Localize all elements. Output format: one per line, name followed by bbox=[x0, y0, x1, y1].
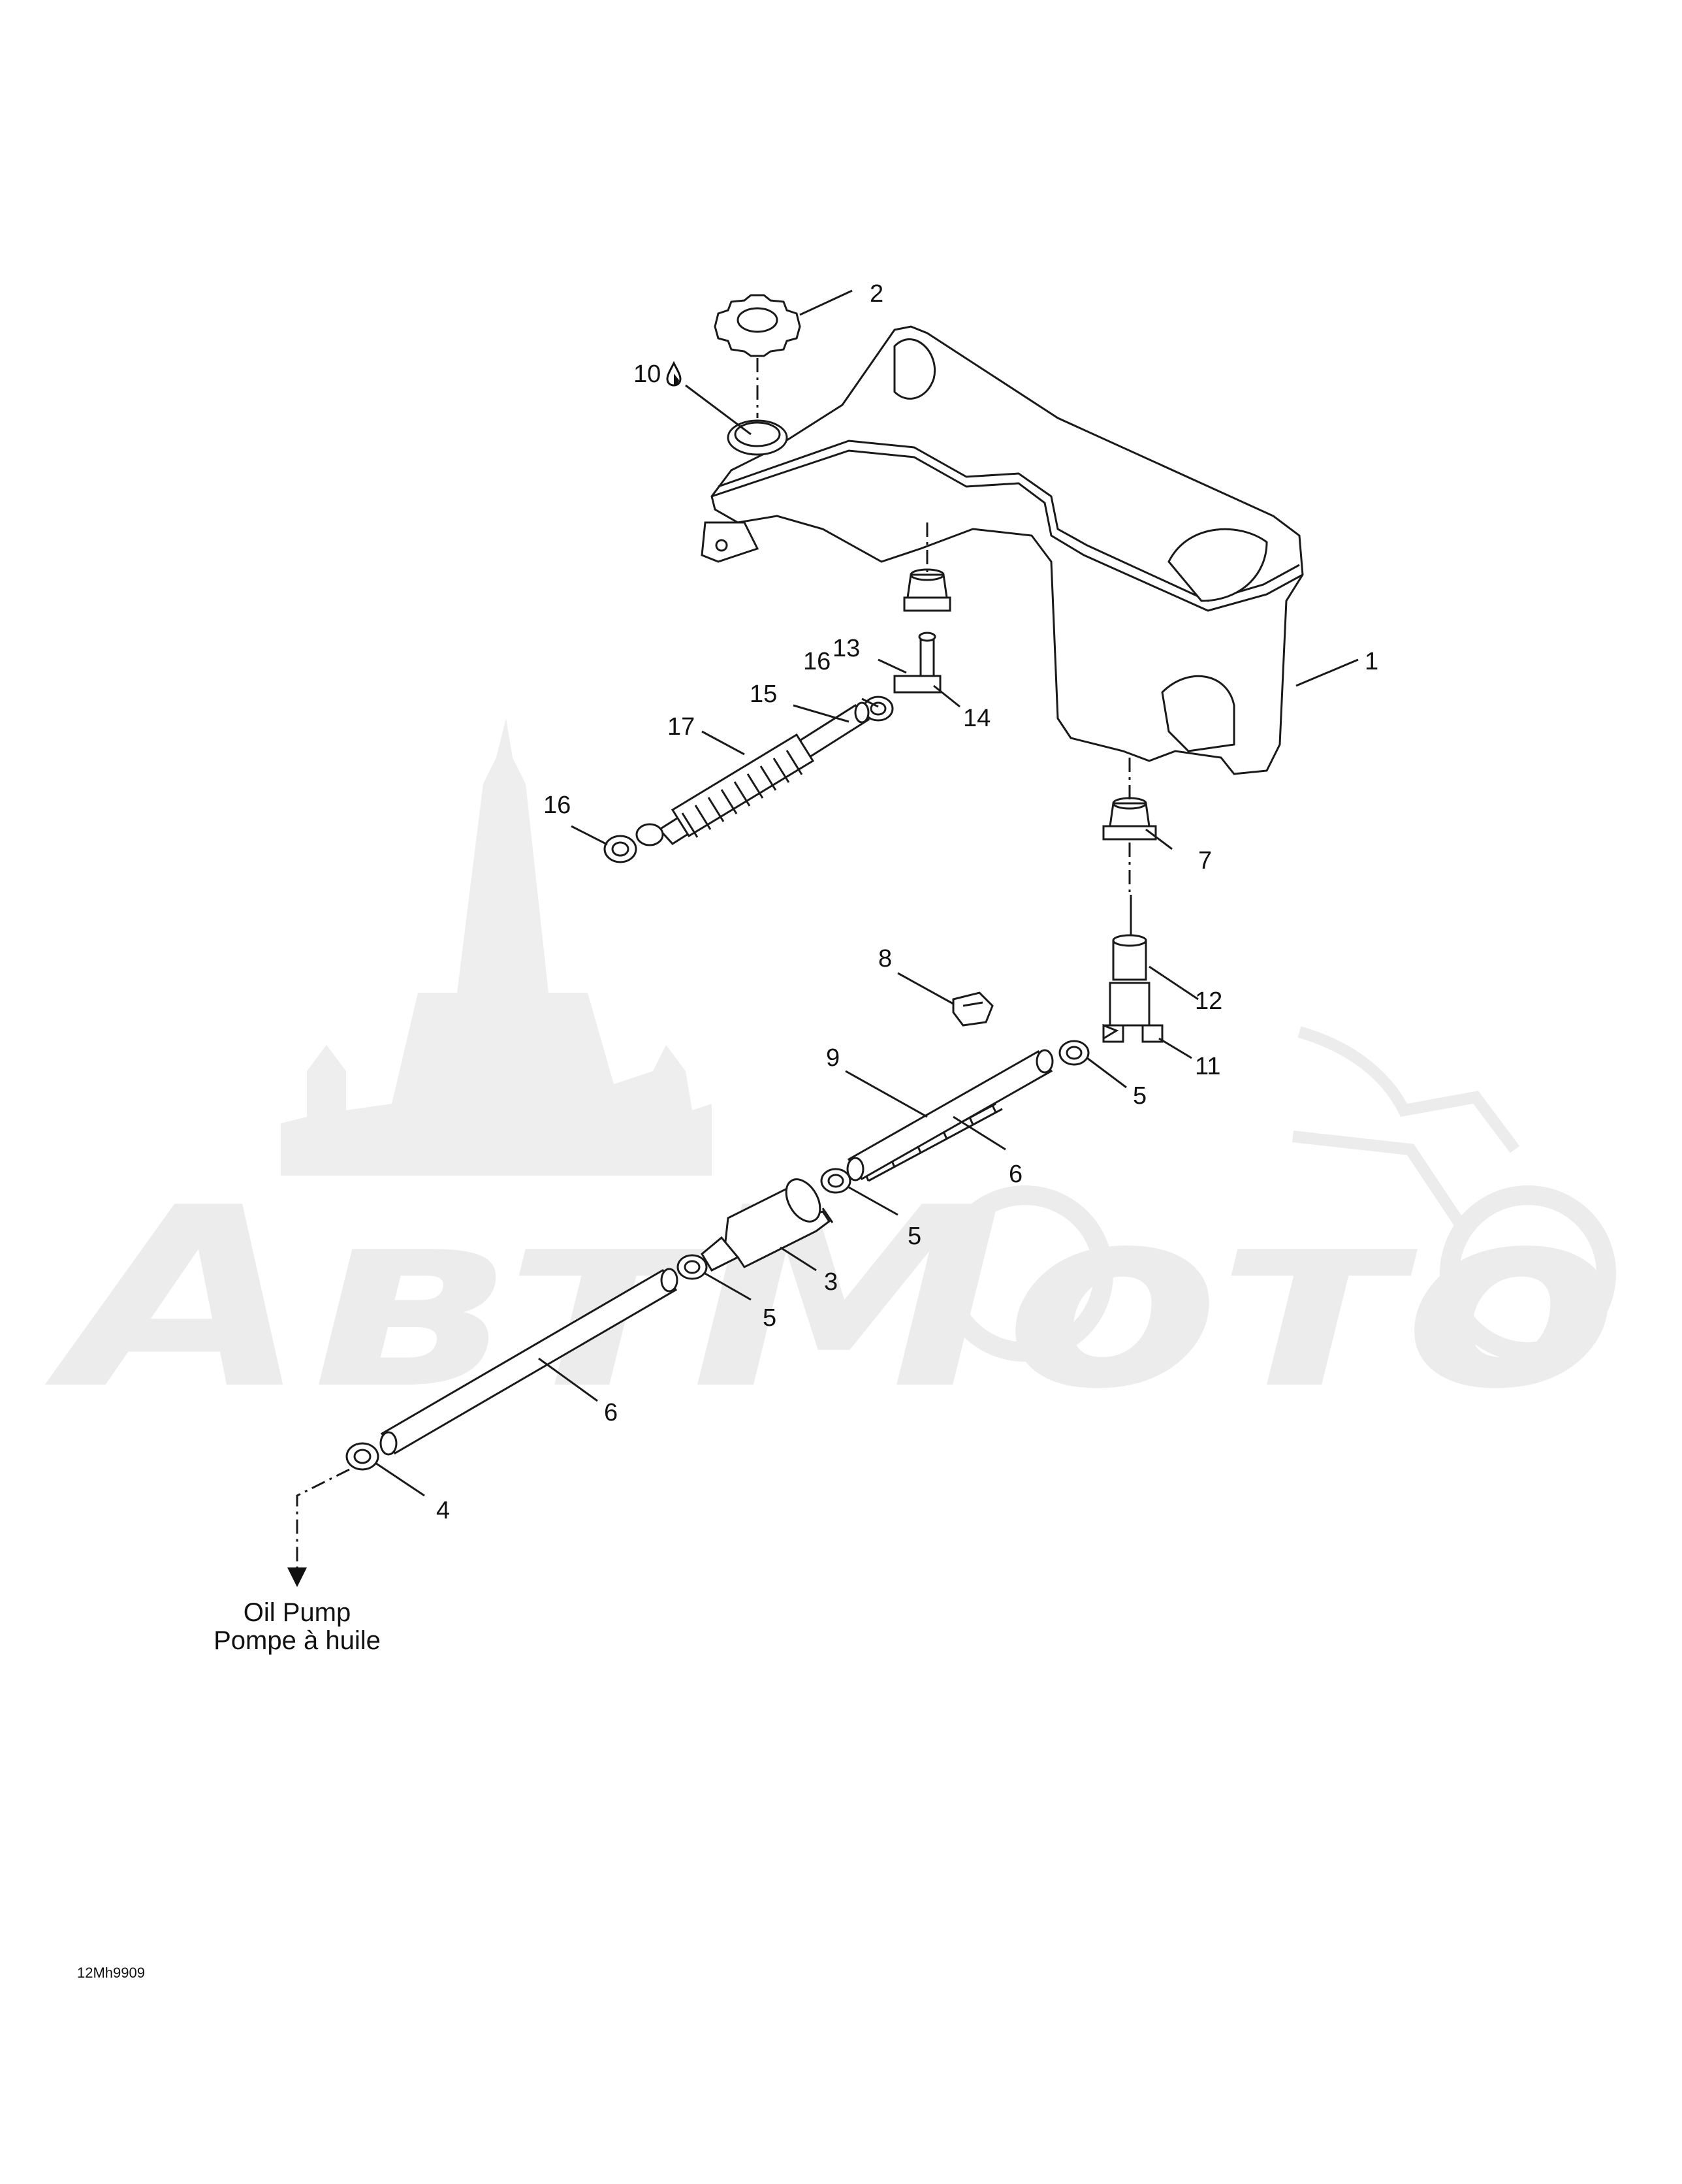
arrow-down-icon bbox=[287, 1567, 307, 1587]
drawing-code: 12Mh9909 bbox=[77, 1965, 145, 1981]
oil-tank-body bbox=[710, 325, 1304, 775]
tank-cap bbox=[714, 294, 801, 357]
watermark-wheel-rear bbox=[937, 1185, 1113, 1362]
oil-tank-recess-right bbox=[1167, 528, 1268, 602]
hose-clamp-16-lower bbox=[603, 823, 664, 863]
oil-tank-bracket bbox=[701, 521, 759, 563]
callout-10-label: 10 bbox=[633, 361, 661, 388]
route-to-oil-pump bbox=[296, 1468, 350, 1567]
oil-tank-recess-side bbox=[1161, 675, 1235, 752]
watermark-skyline bbox=[281, 718, 712, 1176]
callouts: 1 2 3 4 5 5 5 6 6 7 8 9 10 11 12 13 14 1… bbox=[436, 280, 1378, 1524]
oil-tank-bracket-hole bbox=[715, 539, 728, 552]
hose-clamp-4 bbox=[345, 1442, 379, 1471]
callout-16-upper: 16 bbox=[803, 648, 831, 675]
grommet-13 bbox=[903, 568, 951, 612]
oil-tank-filler-thread bbox=[734, 421, 781, 447]
callout-16-lower: 16 bbox=[543, 792, 571, 819]
strainer-12 bbox=[1112, 895, 1147, 981]
callout-4: 4 bbox=[436, 1497, 450, 1524]
hose-clamp-5-middle bbox=[820, 1168, 851, 1194]
callout-17: 17 bbox=[667, 713, 695, 741]
fuel-hose-6-upper bbox=[846, 1049, 1054, 1181]
callout-5-left: 5 bbox=[763, 1304, 776, 1332]
clip-8 bbox=[952, 991, 994, 1027]
elbow-fitting-14 bbox=[893, 632, 942, 694]
callout-12: 12 bbox=[1195, 988, 1222, 1015]
callout-8: 8 bbox=[878, 945, 892, 972]
oil-tank-rim bbox=[711, 449, 1303, 612]
fuel-filter-3 bbox=[701, 1178, 834, 1272]
callout-6-lower: 6 bbox=[604, 1399, 618, 1426]
tee-fitting-11 bbox=[1102, 982, 1164, 1043]
hose-clamp-5-right bbox=[1058, 1040, 1090, 1066]
tank-cap-body bbox=[714, 294, 801, 357]
hose-clamp-5-left bbox=[676, 1254, 708, 1280]
callout-1: 1 bbox=[1365, 648, 1378, 675]
oil-pump-label-en: Oil Pump bbox=[244, 1598, 351, 1627]
callout-3: 3 bbox=[824, 1268, 838, 1296]
watermark-text: АвтМото bbox=[40, 1154, 1619, 1443]
callout-13: 13 bbox=[833, 635, 860, 662]
grommet-7 bbox=[1102, 797, 1157, 841]
oil-pump-label-fr: Pompe à huile bbox=[214, 1626, 381, 1655]
callout-11: 11 bbox=[1195, 1053, 1220, 1080]
callout-5-middle: 5 bbox=[908, 1223, 921, 1250]
callout-9: 9 bbox=[826, 1044, 840, 1072]
callout-15: 15 bbox=[750, 681, 777, 708]
callout-10: 10 bbox=[633, 361, 682, 388]
oil-drop-icon-fill bbox=[674, 374, 679, 385]
oil-pump-caption: Oil Pump Pompe à huile bbox=[214, 1598, 381, 1655]
watermark-motorcycle bbox=[1292, 1026, 1520, 1231]
callout-2: 2 bbox=[870, 280, 883, 308]
leader-lines bbox=[375, 289, 1359, 1497]
oil-tank-recess-top bbox=[893, 338, 936, 400]
spring-17 bbox=[671, 733, 815, 838]
watermark-wheel-front bbox=[1440, 1185, 1616, 1362]
callout-6-upper: 6 bbox=[1009, 1161, 1023, 1188]
callout-14: 14 bbox=[963, 705, 991, 732]
tank-cap-top bbox=[737, 307, 778, 333]
callout-7: 7 bbox=[1198, 847, 1212, 875]
oil-tank bbox=[701, 325, 1304, 775]
watermark: АвтМото bbox=[40, 718, 1619, 1443]
callout-5-right: 5 bbox=[1133, 1082, 1147, 1110]
fuel-hose-6-lower bbox=[379, 1268, 678, 1456]
